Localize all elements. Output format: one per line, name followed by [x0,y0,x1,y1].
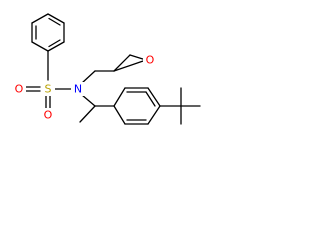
epoxide-ring [113,54,147,72]
double-bond-inner [48,17,61,26]
tert-butyl-group [159,87,201,125]
bond [147,105,161,125]
atom-label-o: O [44,109,53,122]
bond [113,54,131,72]
bond [47,41,65,52]
bond [47,13,65,24]
atom-label-s: S [45,83,52,96]
bond-ch-methyl [79,105,96,123]
double-bond-inner [145,91,156,107]
bond [113,87,126,107]
phenyl-ring [31,13,65,52]
molecule-drawing: S O O N O [12,13,201,125]
atom-label-o: O [146,54,155,67]
bond [147,87,161,107]
atom-sulfur: S [41,82,55,96]
bond-n-ch [81,94,96,107]
double-bond-inner [48,39,61,48]
atom-label-o: O [15,83,24,96]
bond-n-ch2 [81,70,96,84]
atom-oxygen-bottom: O [41,108,55,122]
atom-oxygen-epoxide: O [143,53,157,67]
atom-nitrogen: N [71,82,85,96]
bond [31,13,49,24]
structure-canvas: S O O N O [0,0,230,155]
atom-oxygen-left: O [12,82,26,96]
atom-label-n: N [74,83,82,96]
bond [31,41,49,52]
bond [113,59,147,72]
phenylene-ring [113,87,161,125]
bond [113,105,126,125]
